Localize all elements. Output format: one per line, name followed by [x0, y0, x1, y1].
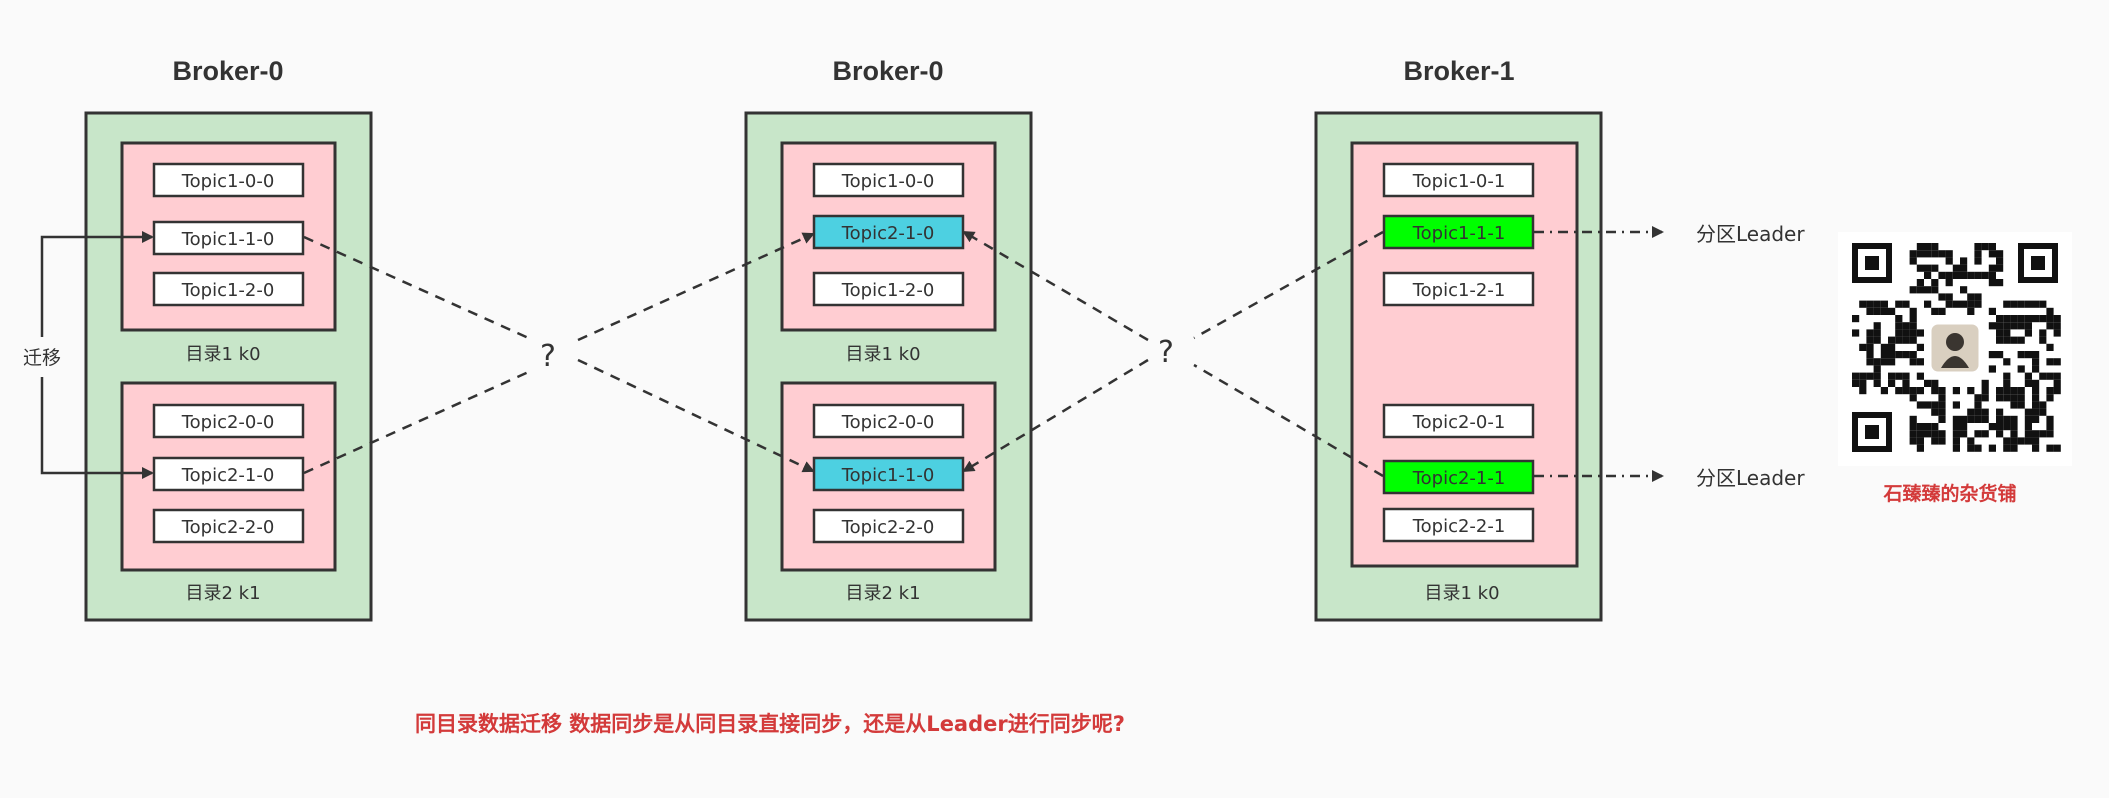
directory-label: 目录1 k0 — [185, 344, 260, 365]
svg-text:Topic2-2-1: Topic2-2-1 — [1412, 516, 1506, 537]
question-mark: ? — [1158, 335, 1174, 370]
broker-middle: Broker-0 Topic1-0-0 Topic2-1-0 Topic1-2-… — [744, 56, 1033, 622]
svg-text:Topic2-0-0: Topic2-0-0 — [181, 412, 275, 433]
svg-text:Topic1-2-1: Topic1-2-1 — [1412, 280, 1506, 301]
directory-label: 目录1 k0 — [1424, 583, 1499, 604]
svg-text:Topic1-0-1: Topic1-0-1 — [1412, 171, 1506, 192]
topic-partition: Topic1-0-1 — [1382, 162, 1535, 198]
svg-text:Topic2-2-0: Topic2-2-0 — [841, 517, 935, 538]
question-mark: ? — [540, 339, 556, 374]
svg-text:Topic2-0-0: Topic2-0-0 — [841, 412, 935, 433]
migration-arrow: 迁移 — [23, 231, 154, 479]
topic-partition: Topic2-2-1 — [1382, 507, 1535, 543]
topic-partition: Topic1-2-0 — [152, 271, 305, 307]
broker-title: Broker-0 — [832, 56, 943, 86]
svg-text:Topic2-0-1: Topic2-0-1 — [1412, 412, 1506, 433]
svg-text:Topic1-0-0: Topic1-0-0 — [841, 171, 935, 192]
leader-label: 分区Leader — [1696, 222, 1805, 246]
broker-right: Broker-1 Topic1-0-1 Topic1-1-1 Topic1-2-… — [1314, 56, 1603, 622]
migration-label: 迁移 — [23, 347, 61, 369]
directory-label: 目录1 k0 — [845, 344, 920, 365]
svg-text:Topic1-0-0: Topic1-0-0 — [181, 171, 275, 192]
topic-partition: Topic2-2-0 — [152, 508, 305, 544]
broker-left: Broker-0 Topic1-0-0 Topic1-1-0 Topic1-2-… — [84, 56, 373, 622]
leader-indicator: 分区Leader — [1534, 466, 1805, 490]
topic-partition-highlight: Topic1-1-0 — [812, 456, 965, 492]
svg-text:Topic2-1-0: Topic2-1-0 — [841, 223, 935, 244]
qr-code-image — [1838, 232, 2072, 466]
topic-partition-leader: Topic2-1-1 — [1382, 459, 1535, 495]
diagram-caption: 同目录数据迁移 数据同步是从同目录直接同步，还是从Leader进行同步呢? — [415, 712, 1125, 736]
leader-indicator: 分区Leader — [1534, 222, 1805, 246]
topic-partition: Topic1-0-0 — [152, 162, 305, 198]
svg-text:Topic1-1-0: Topic1-1-0 — [181, 229, 275, 250]
broker-title: Broker-0 — [172, 56, 283, 86]
broker-title: Broker-1 — [1403, 56, 1514, 86]
topic-partition: Topic2-0-0 — [152, 403, 305, 439]
directory-box — [1350, 141, 1579, 568]
svg-text:Topic2-1-1: Topic2-1-1 — [1412, 468, 1506, 489]
directory-label: 目录2 k1 — [185, 583, 260, 604]
topic-partition: Topic2-2-0 — [812, 508, 965, 544]
sync-connections-left: ? — [303, 232, 815, 475]
topic-partition-leader: Topic1-1-1 — [1382, 214, 1535, 250]
svg-text:Topic1-2-0: Topic1-2-0 — [181, 280, 275, 301]
svg-text:Topic1-2-0: Topic1-2-0 — [841, 280, 935, 301]
sync-connections-right: ? — [962, 230, 1384, 478]
topic-partition: Topic2-0-1 — [1382, 403, 1535, 439]
svg-text:Topic2-1-0: Topic2-1-0 — [181, 465, 275, 486]
shop-name: 石臻臻的杂货铺 — [1882, 482, 2016, 505]
topic-partition: Topic1-2-0 — [812, 271, 965, 307]
topic-partition: Topic2-0-0 — [812, 403, 965, 439]
svg-text:Topic2-2-0: Topic2-2-0 — [181, 517, 275, 538]
topic-partition: Topic2-1-0 — [152, 456, 305, 492]
topic-partition: Topic1-0-0 — [812, 162, 965, 198]
svg-text:Topic1-1-0: Topic1-1-0 — [841, 465, 935, 486]
topic-partition: Topic1-1-0 — [152, 220, 305, 256]
directory-label: 目录2 k1 — [845, 583, 920, 604]
topic-partition: Topic1-2-1 — [1382, 271, 1535, 307]
topic-partition-highlight: Topic2-1-0 — [812, 214, 965, 250]
svg-text:Topic1-1-1: Topic1-1-1 — [1412, 223, 1506, 244]
leader-label: 分区Leader — [1696, 466, 1805, 490]
